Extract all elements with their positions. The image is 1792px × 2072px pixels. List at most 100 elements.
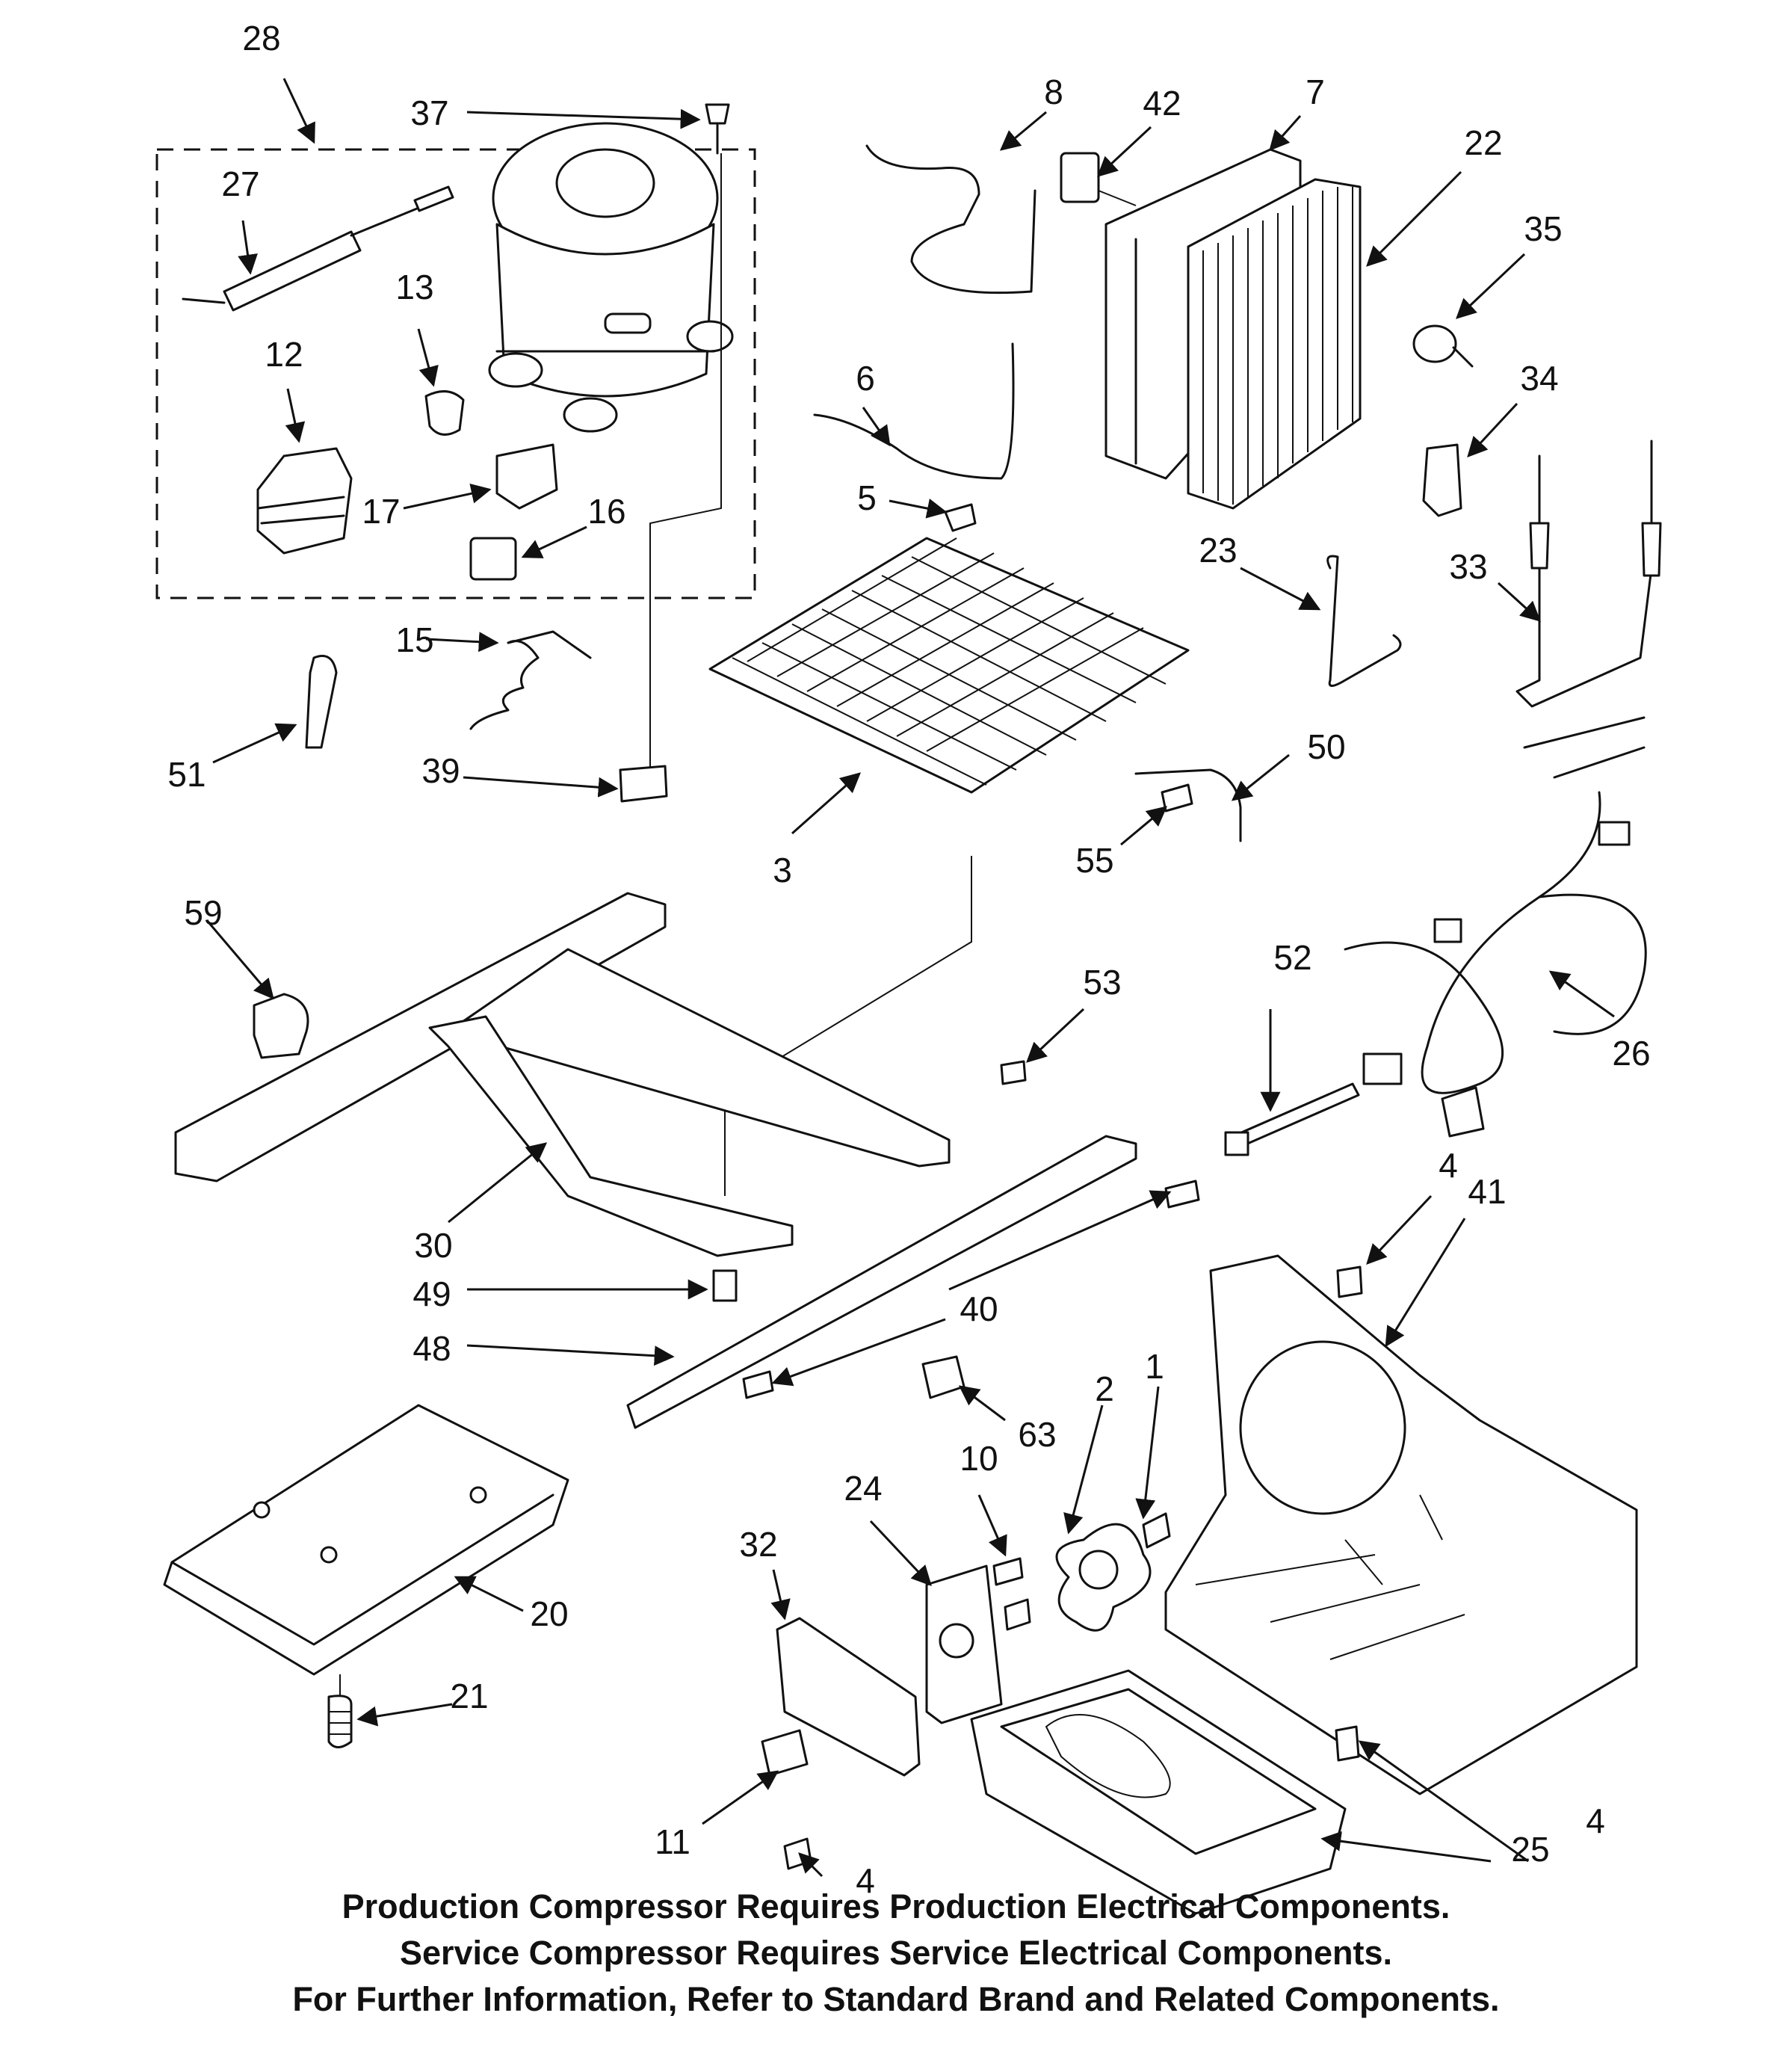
fan-shroud-base	[1164, 1254, 1638, 1795]
callout-16: 16	[587, 492, 625, 531]
callout-6: 6	[856, 359, 875, 398]
motor-grommet	[761, 1729, 809, 1777]
condenser-fan-motor-bearing	[1412, 324, 1474, 368]
callout-63: 63	[1018, 1415, 1056, 1454]
callout-39: 39	[421, 751, 460, 790]
condenser-coil	[1187, 178, 1362, 510]
note-line-3: For Further Information, Refer to Standa…	[292, 1980, 1500, 2018]
tube-clip	[944, 503, 977, 532]
callout-51: 51	[167, 755, 206, 794]
mounting-clip	[253, 993, 309, 1059]
callout-41: 41	[1468, 1172, 1506, 1211]
callout-8: 8	[1044, 73, 1063, 111]
overload-clip	[424, 390, 465, 436]
fitting	[921, 1355, 965, 1399]
callout-12: 12	[265, 335, 303, 374]
callout-28: 28	[242, 19, 280, 58]
callout-52: 52	[1273, 938, 1311, 977]
motor-bracket	[776, 1617, 921, 1777]
fan-blade	[1055, 1523, 1152, 1632]
compressor	[488, 122, 734, 433]
filter-drier	[182, 185, 454, 312]
cable-tie-head	[1224, 1131, 1249, 1156]
fan-motor	[925, 1564, 1031, 1724]
suction-tube	[865, 144, 1036, 295]
callout-20: 20	[530, 1594, 568, 1633]
callout-24: 24	[844, 1469, 882, 1508]
callout-13: 13	[395, 268, 433, 306]
crossbar-48	[626, 1135, 1137, 1429]
callout-4-right: 4	[1586, 1801, 1605, 1840]
callout-37: 37	[410, 93, 448, 132]
spring-coils	[329, 1711, 351, 1735]
condenser-clip	[1060, 152, 1100, 203]
screw-4-bottom	[783, 1837, 812, 1870]
screw-4-right	[1335, 1725, 1360, 1762]
callout-3: 3	[773, 851, 792, 889]
callout-25: 25	[1511, 1830, 1549, 1869]
drier-small	[1529, 522, 1550, 570]
wiring-harness	[1344, 716, 1647, 1138]
clip-guide-line	[1098, 190, 1137, 206]
condenser-support	[1134, 768, 1242, 842]
callout-26: 26	[1612, 1034, 1650, 1073]
callout-17: 17	[362, 492, 400, 531]
screw-53	[1000, 1060, 1027, 1085]
mounting-rails	[174, 892, 951, 1257]
note-line-2: Service Compressor Requires Service Elec…	[399, 1934, 1393, 1972]
notes-block: Production Compressor Requires Productio…	[0, 1884, 1792, 2023]
callout-42: 42	[1143, 84, 1181, 123]
cable-tie	[1232, 1082, 1360, 1149]
callout-5: 5	[857, 478, 877, 517]
callout-7: 7	[1306, 73, 1325, 111]
callout-50: 50	[1307, 727, 1345, 766]
callout-10: 10	[960, 1439, 998, 1478]
callout-59: 59	[184, 893, 222, 932]
callout-4-top: 4	[1439, 1146, 1458, 1185]
screw-10	[992, 1557, 1024, 1586]
compressor-kit-group-box	[155, 148, 756, 599]
leveling-spring	[327, 1695, 353, 1748]
callout-21: 21	[450, 1677, 488, 1715]
callout-49: 49	[413, 1274, 451, 1313]
callout-15: 15	[395, 620, 433, 659]
screw-49	[712, 1269, 738, 1302]
callout-2: 2	[1095, 1369, 1114, 1408]
callout-35: 35	[1524, 209, 1562, 248]
callout-34: 34	[1520, 359, 1558, 398]
screw-40b	[742, 1370, 774, 1399]
relay-cover	[495, 443, 558, 510]
callout-11: 11	[655, 1822, 690, 1861]
callout-1: 1	[1145, 1347, 1164, 1386]
screw-40a	[1164, 1180, 1200, 1209]
callout-27: 27	[221, 164, 259, 203]
drain-pan	[970, 1669, 1347, 1915]
drier-small-2	[1641, 522, 1662, 577]
callout-40: 40	[960, 1289, 998, 1328]
compressor-mount-screw	[649, 103, 730, 777]
callout-32: 32	[739, 1525, 777, 1564]
callout-33: 33	[1449, 547, 1487, 586]
note-line-1: Production Compressor Requires Productio…	[342, 1887, 1450, 1925]
callout-23: 23	[1199, 531, 1237, 570]
callout-55: 55	[1075, 841, 1113, 880]
capillary-tube	[1516, 440, 1653, 708]
support-wire	[1326, 555, 1402, 687]
hex-screw-55	[1161, 783, 1193, 813]
tubing-bracket	[1422, 443, 1462, 517]
rack-guide-line	[724, 856, 972, 1196]
fan-clip	[1142, 1512, 1171, 1549]
discharge-tube	[813, 342, 1015, 480]
callout-48: 48	[413, 1329, 451, 1368]
callout-53: 53	[1083, 963, 1121, 1002]
screw-4-top	[1336, 1265, 1363, 1298]
callout-4-bottom: 4	[856, 1861, 875, 1900]
callout-22: 22	[1464, 123, 1502, 162]
callout-labels: 28 37 27 13 12 17 16 8 42 7 22 35 34 33 …	[167, 19, 1650, 1900]
callout-30: 30	[414, 1226, 452, 1265]
overload-protector	[469, 537, 517, 581]
condenser-rack	[708, 537, 1190, 794]
wire-harness-clip	[469, 630, 592, 730]
drain-tube	[305, 655, 338, 749]
